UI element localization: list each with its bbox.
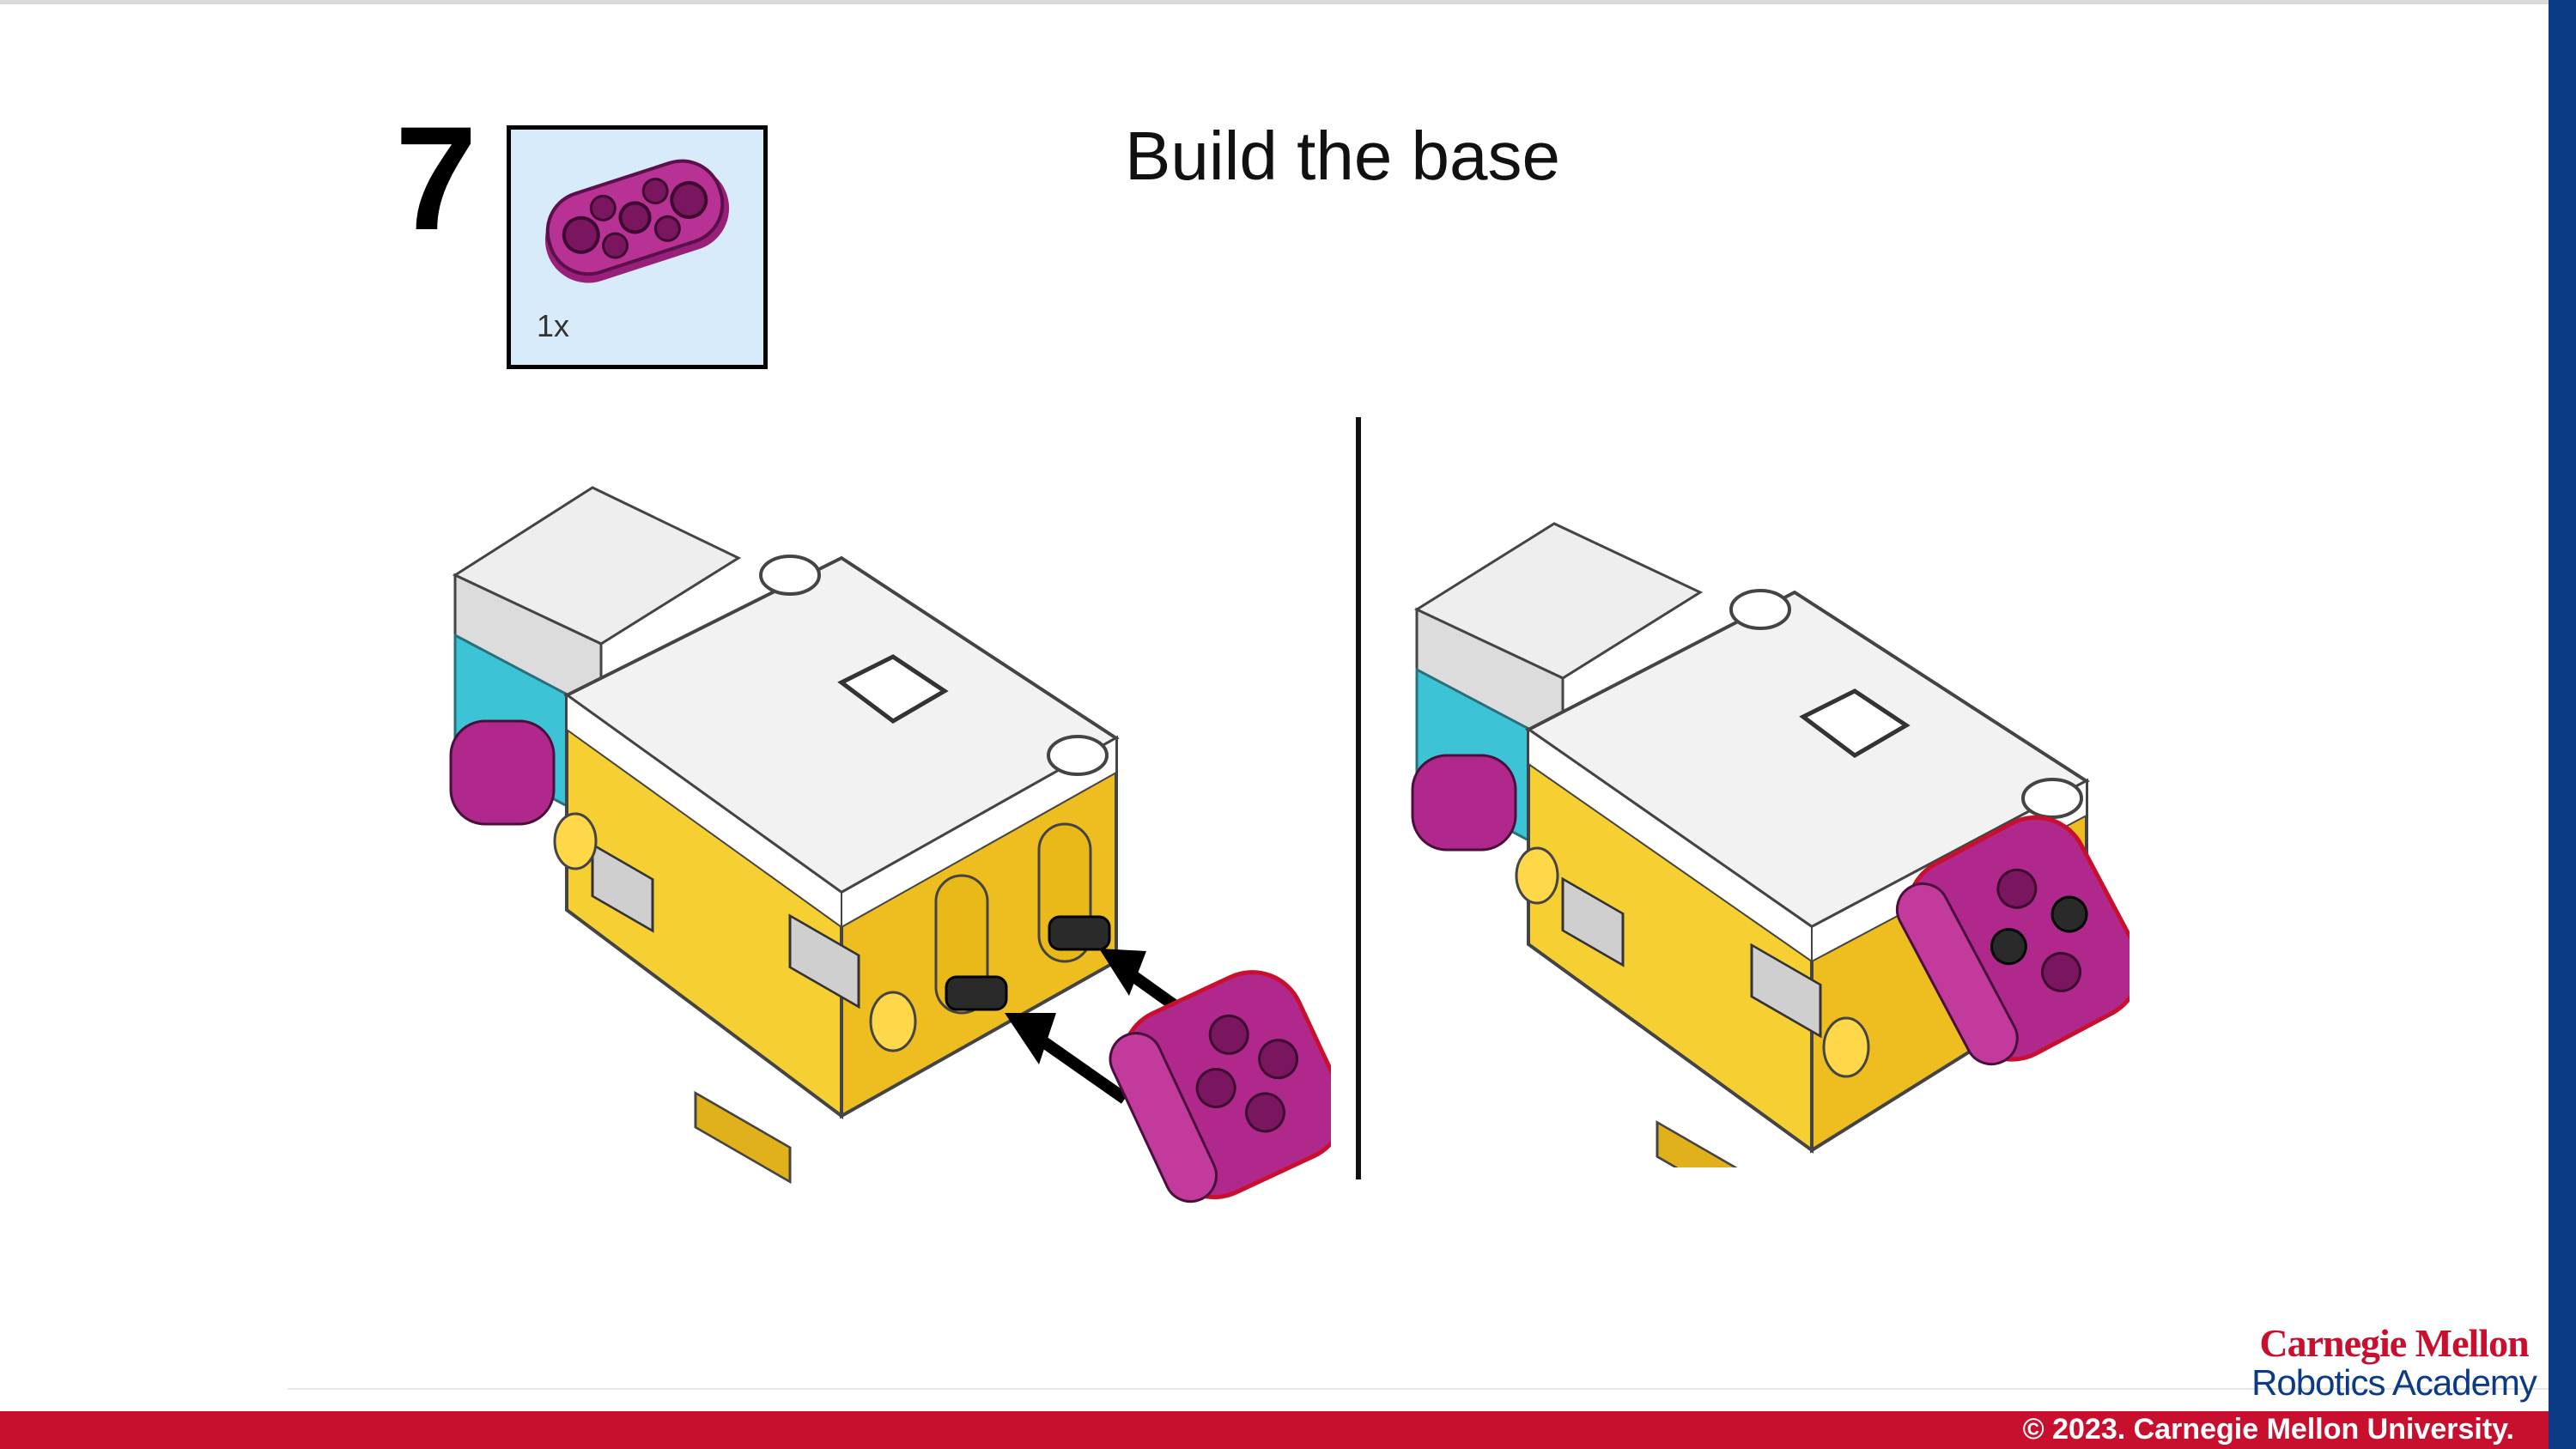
step-divider bbox=[1356, 417, 1361, 1179]
footer-band: © 2023. Carnegie Mellon University. bbox=[0, 1411, 2549, 1449]
top-rule bbox=[0, 0, 2549, 4]
slide-title: Build the base bbox=[1125, 118, 1561, 194]
hub-after-attach-illustration bbox=[1411, 522, 2129, 1167]
parts-quantity: 1x bbox=[537, 308, 570, 343]
step-number: 7 bbox=[395, 96, 477, 261]
logo-line-carnegie-mellon: Carnegie Mellon bbox=[2259, 1321, 2529, 1365]
hub-before-attach-illustration bbox=[449, 486, 1331, 1203]
logo-line-robotics-academy: Robotics Academy bbox=[2251, 1362, 2537, 1403]
copyright-notice: © 2023. Carnegie Mellon University. bbox=[2022, 1413, 2514, 1446]
right-accent-bar bbox=[2549, 0, 2576, 1449]
parts-callout: 1x bbox=[507, 125, 768, 369]
magenta-cross-connector-icon bbox=[544, 159, 730, 283]
cmu-robotics-academy-logo: Carnegie Mellon Robotics Academy bbox=[2248, 1324, 2540, 1401]
footer-rule bbox=[288, 1388, 2549, 1390]
